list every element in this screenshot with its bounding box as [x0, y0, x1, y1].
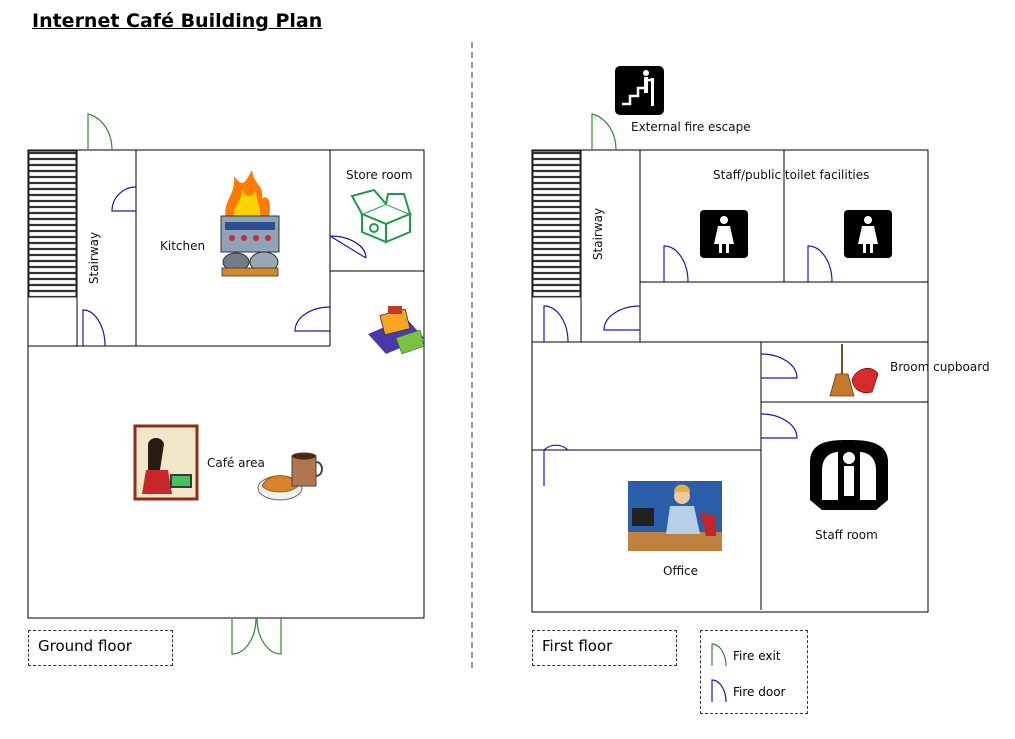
first-floor-label: First floor [532, 630, 677, 666]
ground-floor-label: Ground floor [28, 630, 173, 666]
room-label-store-room: Store room [346, 168, 413, 182]
room-label-kitchen: Kitchen [160, 239, 206, 253]
fire-escape-sign-icon [615, 66, 664, 115]
fire-door-icon [711, 679, 727, 703]
external-fire-escape-label: External fire escape [631, 120, 751, 134]
recycle-box-icon [350, 188, 413, 244]
broom-dustpan-icon [829, 344, 879, 397]
room-label-office: Office [663, 564, 699, 578]
armchair-icon [810, 440, 888, 510]
stairs-icon [28, 150, 77, 298]
ground-floor-plan [27, 149, 425, 619]
fire-exit-double-door[interactable] [231, 617, 282, 655]
ground-outer-wall [27, 149, 425, 619]
woman-laptop-icon [133, 424, 199, 501]
room-label-toilets: Staff/public toilet facilities [713, 168, 870, 182]
fire-door[interactable] [82, 186, 367, 347]
room-label-stairway: Stairway [591, 207, 605, 261]
first-floor-plan [531, 149, 929, 613]
female-toilet-icon [844, 210, 892, 258]
fire-exit-door[interactable] [591, 113, 617, 151]
room-label-cafe-area: Café area [207, 456, 265, 470]
fire-door[interactable] [543, 245, 833, 486]
legend-label-fire-door: Fire door [733, 685, 786, 699]
fire-exit-door[interactable] [87, 113, 113, 151]
legend-label-fire-exit: Fire exit [733, 649, 781, 663]
room-label-staff-room: Staff room [815, 528, 878, 542]
legend-item-fire-exit: Fire exit [733, 649, 781, 663]
first-outer-wall [531, 149, 929, 613]
legend: Fire exit Fire door [700, 630, 808, 714]
cash-register-icon [368, 306, 425, 355]
office-worker-icon [628, 481, 722, 551]
fire-icon [225, 170, 270, 222]
stairs-icon [532, 150, 581, 298]
room-label-stairway: Stairway [87, 231, 101, 285]
stove-icon [220, 215, 280, 277]
female-toilet-icon [700, 210, 748, 258]
room-label-broom-cupboard: Broom cupboard [890, 360, 990, 374]
legend-item-fire-door: Fire door [733, 685, 785, 699]
page-title: Internet Café Building Plan [32, 10, 323, 32]
fire-exit-icon [711, 643, 727, 667]
coffee-croissant-icon [257, 452, 323, 501]
